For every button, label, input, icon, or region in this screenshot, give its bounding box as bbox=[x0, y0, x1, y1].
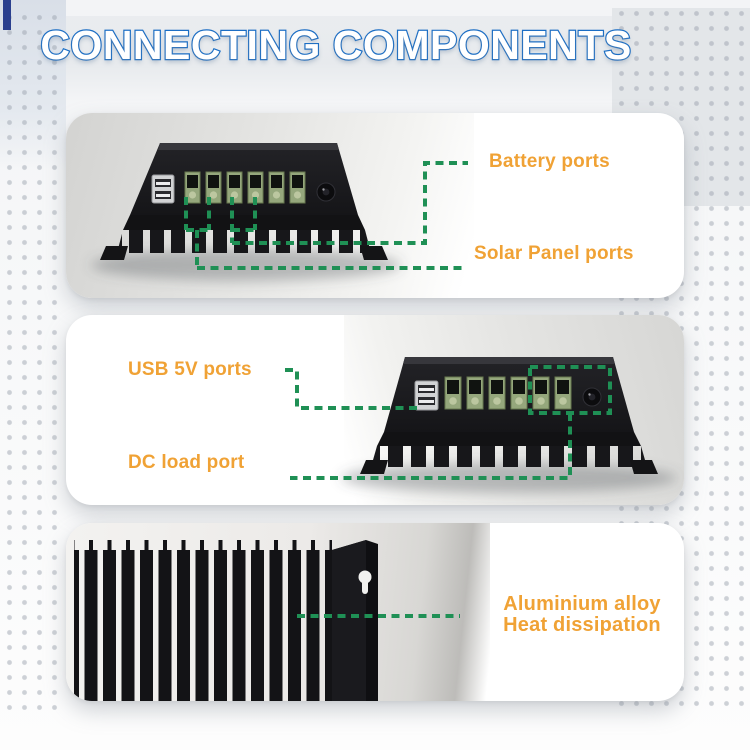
battery-ports-label: Battery ports bbox=[489, 151, 610, 172]
callout-lines-heatsink bbox=[297, 614, 460, 618]
fin-tips bbox=[74, 540, 332, 550]
right-foot bbox=[360, 246, 388, 260]
heatsink-fins bbox=[74, 550, 332, 701]
battery-callout-line bbox=[232, 161, 468, 245]
card-heat-dissipation: Aluminium alloy Heat dissipation bbox=[66, 523, 684, 701]
usb-ports-icon bbox=[414, 380, 439, 411]
controller-side-drawing bbox=[341, 357, 677, 493]
halftone-dots-left bbox=[2, 10, 64, 710]
device-top-edge bbox=[158, 143, 339, 150]
callout-lines-side bbox=[285, 365, 612, 480]
usb-callout-line bbox=[285, 368, 418, 410]
solar-panel-ports-label: Solar Panel ports bbox=[474, 243, 634, 264]
heatsink-drawing bbox=[74, 540, 378, 701]
controller-rear-drawing bbox=[91, 143, 401, 281]
dc-jack-icon bbox=[582, 387, 602, 407]
mount-plate-bevel bbox=[332, 540, 366, 701]
card-usb-dc-ports: USB 5V ports DC load port bbox=[66, 315, 684, 505]
callout-lines-rear bbox=[184, 161, 468, 270]
heatsink-label-line1: Aluminium alloy bbox=[503, 593, 661, 615]
dc-jack-icon bbox=[316, 182, 336, 202]
device-shadow bbox=[91, 249, 401, 281]
heatsink-label-line2: Heat dissipation bbox=[503, 614, 661, 636]
usb-ports-label: USB 5V ports bbox=[128, 359, 252, 380]
dc-port-highlight-box bbox=[528, 365, 612, 415]
dc-callout-line bbox=[290, 413, 572, 480]
heatsink-fins bbox=[117, 230, 371, 253]
left-blue-tint bbox=[0, 0, 66, 170]
right-foot bbox=[630, 460, 658, 474]
dc-load-port-label: DC load port bbox=[128, 452, 245, 473]
page-title: CONNECTING COMPONENTS bbox=[39, 21, 632, 69]
device-base-band bbox=[377, 432, 641, 446]
card-battery-solar-ports: Battery ports Solar Panel ports bbox=[66, 113, 684, 298]
battery-terminal-leads bbox=[230, 197, 257, 243]
solar-terminal-leads bbox=[184, 197, 211, 268]
keyhole-icon bbox=[358, 570, 372, 594]
corner-accent-bar bbox=[3, 0, 11, 30]
left-foot bbox=[100, 246, 128, 260]
usb-ports-icon bbox=[151, 174, 175, 204]
device-base-band bbox=[123, 215, 365, 230]
terminal-block bbox=[444, 376, 572, 410]
heatsink-label: Aluminium alloy Heat dissipation bbox=[464, 594, 684, 636]
heatsink-fins bbox=[371, 446, 647, 467]
left-foot bbox=[360, 460, 388, 474]
device-top-edge bbox=[403, 357, 615, 364]
